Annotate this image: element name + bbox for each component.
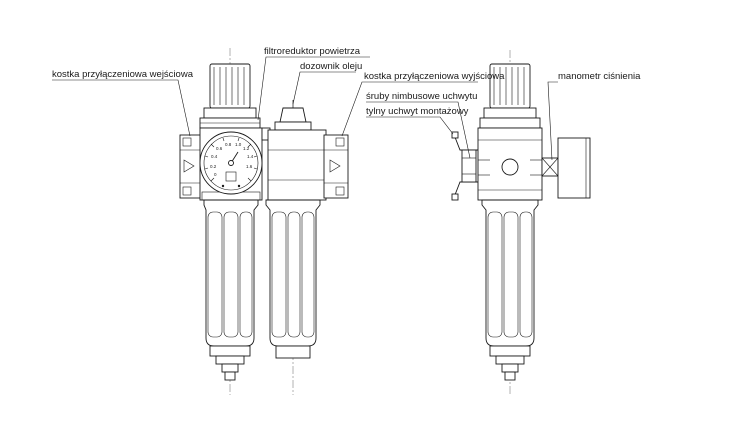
label-pressure-gauge: manometr ciśnienia [558, 71, 641, 82]
regulator-knob [199, 63, 261, 129]
filter-regulator-body: 0 0.2 0.4 0.6 0.8 1.0 1.2 1.4 1.6 [199, 127, 263, 201]
gauge-tick-0-4: 0.4 [211, 154, 218, 159]
lubricator-bowl [265, 199, 321, 359]
gauge-tick-1-4: 1.4 [247, 154, 254, 159]
outlet-block-drawing [323, 134, 349, 199]
side-view-assembly [451, 50, 591, 395]
front-view-assembly: 0 0.2 0.4 0.6 0.8 1.0 1.2 1.4 1.6 [179, 48, 349, 395]
gauge-tick-0-2: 0.2 [210, 164, 217, 169]
lubricator-body [267, 100, 327, 201]
gauge-tick-0: 0 [214, 172, 217, 177]
gauge-tick-1-0: 1.0 [235, 142, 242, 147]
side-body [477, 127, 543, 201]
label-filter-regulator: filtroreduktor powietrza [264, 46, 361, 57]
rear-bracket-drawing [451, 131, 478, 201]
side-regulator-knob [479, 63, 541, 129]
gauge-tick-0-6: 0.6 [216, 146, 223, 151]
label-lubricator: dozownik oleju [300, 61, 362, 72]
side-filter-bowl [481, 199, 539, 381]
filter-bowl [203, 199, 259, 381]
gauge-tick-1-6: 1.6 [246, 164, 253, 169]
gauge-tick-0-8: 0.8 [225, 142, 232, 147]
side-pressure-gauge [541, 137, 591, 199]
gauge-tick-1-2: 1.2 [243, 146, 250, 151]
callouts: kostka przyłączeniowa wejściowa filtrore… [52, 46, 641, 161]
label-rear-bracket: tylny uchwyt montażowy [366, 106, 469, 117]
gauge-scale-ticks [204, 137, 258, 182]
label-bracket-screws: śruby nimbusowe uchwytu [366, 91, 477, 102]
label-outlet-block: kostka przyłączeniowa wyjściowa [364, 71, 505, 82]
inlet-block-drawing [179, 134, 203, 199]
label-inlet-block: kostka przyłączeniowa wejściowa [52, 69, 194, 80]
